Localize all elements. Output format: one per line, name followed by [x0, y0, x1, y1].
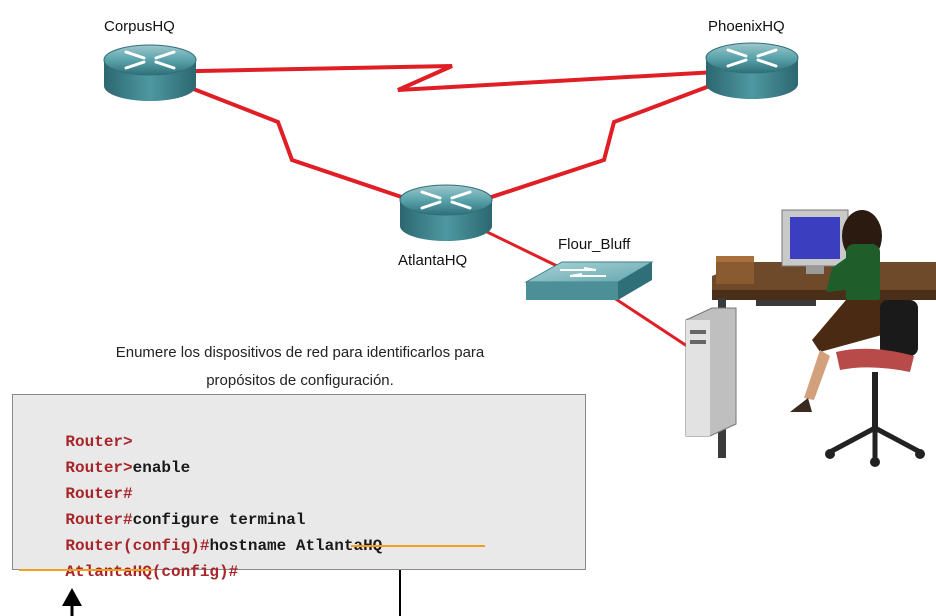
cli-prompt: Router> [65, 459, 133, 477]
cli-line: Router>enable [27, 435, 190, 477]
serial-link-corpus-atlanta [149, 70, 447, 214]
hostname-underline [351, 545, 485, 547]
cli-command: hostname AtlantaHQ [209, 537, 383, 555]
switch-icon[interactable] [524, 261, 654, 300]
cli-prompt: Router# [65, 511, 133, 529]
serial-link-corpus-phoenix [149, 64, 753, 92]
caption-line-2: propósitos de configuración. [206, 372, 394, 389]
cli-prompt: Router# [65, 485, 133, 503]
prompt-underline [19, 569, 153, 571]
device-label-corpus: CorpusHQ [104, 18, 175, 35]
router-icon[interactable] [399, 184, 493, 241]
caption-line-1: Enumere los dispositivos de red para ide… [115, 344, 485, 361]
cli-prompt: AtlantaHQ(config)# [65, 563, 239, 581]
cli-line: Router(config)#hostname AtlantaHQ [27, 513, 382, 555]
cli-prompt: Router> [65, 433, 133, 451]
cli-command: configure terminal [132, 511, 306, 529]
serial-link-phoenix-atlanta [445, 68, 753, 214]
router-icon[interactable] [705, 42, 799, 99]
router-icon[interactable] [103, 44, 197, 101]
arrow-icon [62, 588, 82, 616]
device-label-atlanta: AtlantaHQ [398, 252, 468, 269]
cli-prompt: Router(config)# [65, 537, 210, 555]
cli-line: Router# [27, 461, 132, 503]
workstation-illustration [685, 209, 936, 467]
cli-line: AtlantaHQ(config)# [27, 539, 238, 581]
cli-command: enable [132, 459, 191, 477]
cli-line: Router> [27, 409, 132, 451]
cli-terminal: Router> Router>enable Router# Router#con… [12, 394, 586, 581]
device-label-switch: Flour_Bluff [558, 236, 631, 253]
cli-line: Router#configure terminal [27, 487, 305, 529]
device-label-phoenix: PhoenixHQ [708, 18, 785, 35]
